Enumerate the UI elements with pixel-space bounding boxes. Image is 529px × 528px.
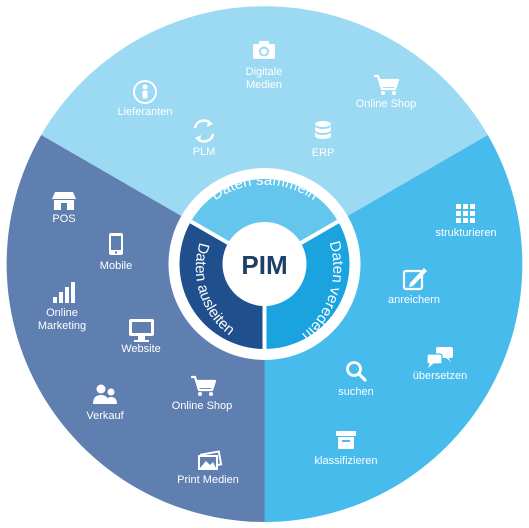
item-label: übersetzen: [413, 370, 467, 382]
item-label-line2: Marketing: [38, 320, 86, 332]
grid-icon: [456, 204, 475, 223]
item-label: klassifizieren: [315, 455, 378, 467]
item-label: Lieferanten: [117, 106, 172, 118]
cart-icon: [191, 375, 217, 396]
chat-icon: [426, 347, 453, 368]
item-online-shop-collect: Online Shop: [356, 74, 417, 110]
search-icon: [346, 361, 367, 382]
center-title: PIM: [241, 250, 287, 280]
edit-icon: [402, 268, 427, 291]
item-label: anreichern: [388, 294, 440, 306]
item-lieferanten: Lieferanten: [117, 80, 173, 118]
item-label: Online: [46, 307, 78, 319]
item-pos: POS: [52, 192, 76, 225]
item-label: suchen: [338, 386, 373, 398]
item-online-marketing: Online Marketing: [38, 282, 86, 332]
item-label: Online Shop: [172, 400, 233, 412]
bar-chart-icon: [53, 282, 75, 303]
item-verkauf: Verkauf: [86, 384, 125, 422]
image-icon: [198, 450, 223, 470]
item-label: POS: [52, 213, 75, 225]
item-print-medien: Print Medien: [177, 450, 239, 486]
sector-collect: [41, 6, 488, 264]
store-icon: [52, 192, 76, 210]
item-label: Digitale: [246, 66, 283, 78]
item-uebersetzen: übersetzen: [413, 347, 467, 382]
item-plm: PLM: [193, 119, 216, 158]
item-erp: ERP: [312, 121, 335, 159]
item-suchen: suchen: [338, 361, 374, 398]
center-circle: [222, 222, 307, 306]
item-label: strukturieren: [435, 227, 496, 239]
monitor-icon: [129, 319, 154, 342]
item-label-line2: Medien: [246, 79, 282, 91]
item-klassifizieren: klassifizieren: [315, 431, 378, 467]
item-label: Print Medien: [177, 474, 239, 486]
item-label: Verkauf: [86, 410, 124, 422]
item-online-shop-distribute: Online Shop: [172, 375, 233, 412]
item-label: PLM: [193, 146, 216, 158]
item-digitale-medien: Digitale Medien: [246, 41, 283, 91]
sync-icon: [193, 119, 215, 143]
item-strukturieren: strukturieren: [435, 204, 497, 239]
ring-collect: [190, 179, 339, 264]
item-mobile: Mobile: [100, 233, 132, 272]
item-label: Mobile: [100, 260, 132, 272]
database-icon: [315, 121, 331, 139]
item-website: Website: [121, 319, 161, 355]
camera-icon: [253, 41, 275, 59]
people-icon: [93, 384, 117, 404]
item-label: ERP: [312, 147, 335, 159]
archive-icon: [336, 431, 356, 449]
mobile-icon: [109, 233, 123, 255]
supplier-icon: [133, 80, 157, 104]
cart-icon: [374, 74, 400, 95]
item-anreichern: anreichern: [388, 268, 440, 306]
item-label: Website: [121, 343, 161, 355]
item-label: Online Shop: [356, 98, 417, 110]
